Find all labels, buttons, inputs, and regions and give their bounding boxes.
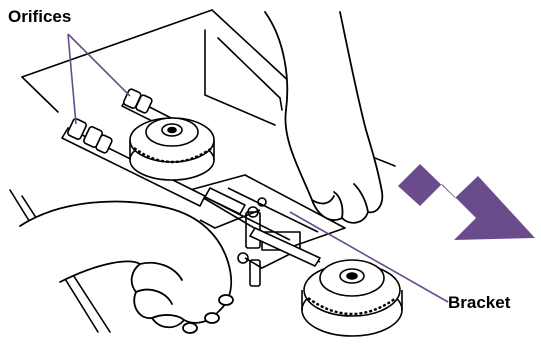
lower-burner xyxy=(302,260,402,336)
orifices-label: Orifices xyxy=(8,8,71,25)
orifice-leader-right xyxy=(68,34,130,96)
orifice-leader-left xyxy=(68,34,76,124)
right-down-arrow-icon xyxy=(398,164,535,240)
upper-burner xyxy=(130,118,214,180)
bracket-label: Bracket xyxy=(448,294,510,311)
